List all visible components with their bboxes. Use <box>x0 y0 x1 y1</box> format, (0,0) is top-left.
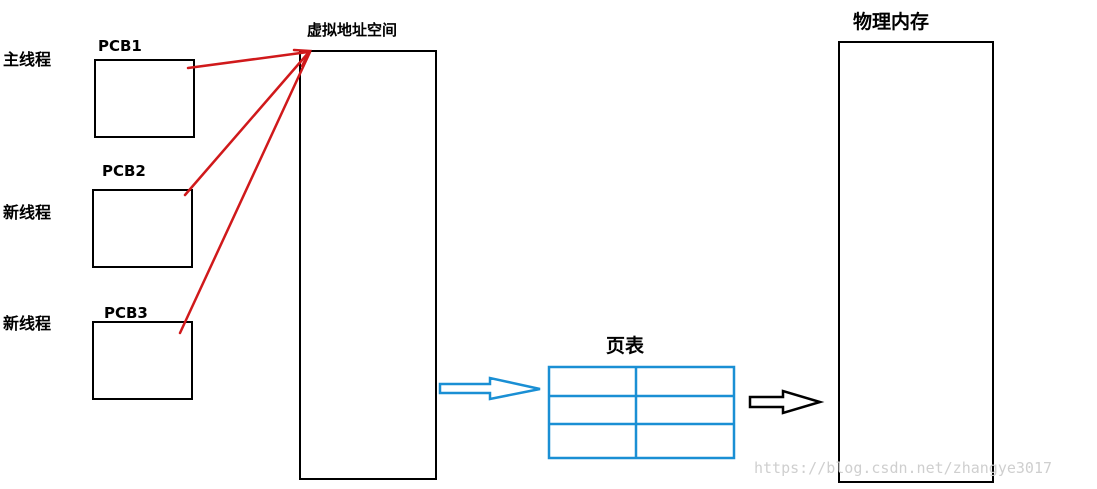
pcb2-box <box>92 189 193 268</box>
pcb1-label: PCB1 <box>98 37 142 55</box>
thread-label-new-2: 新线程 <box>3 314 52 333</box>
thread-label-new-1: 新线程 <box>3 203 52 222</box>
pcb2-label: PCB2 <box>102 162 146 180</box>
pcb3-label: PCB3 <box>104 304 148 322</box>
physical-memory-label: 物理内存 <box>853 11 930 33</box>
pcb3-pointer-line <box>178 50 312 335</box>
pcb1-pointer-line <box>186 50 310 70</box>
pcb3-box <box>92 321 193 400</box>
virtual-address-space-label: 虚拟地址空间 <box>307 21 398 39</box>
physical-memory-box <box>838 41 994 483</box>
pointer-arrowhead <box>292 48 313 68</box>
thread-label-main: 主线程 <box>3 50 52 69</box>
pcb1-box <box>94 59 195 138</box>
page-table-to-physical-arrow <box>748 389 825 415</box>
page-table-grid <box>547 365 736 460</box>
pcb2-pointer-line <box>183 50 311 197</box>
watermark-text: https://blog.csdn.net/zhangye3017 <box>754 459 1053 477</box>
virtual-to-page-table-arrow <box>438 376 541 401</box>
page-table-border <box>547 365 736 460</box>
virtual-address-space-box <box>299 50 437 480</box>
page-table-label: 页表 <box>606 335 645 357</box>
